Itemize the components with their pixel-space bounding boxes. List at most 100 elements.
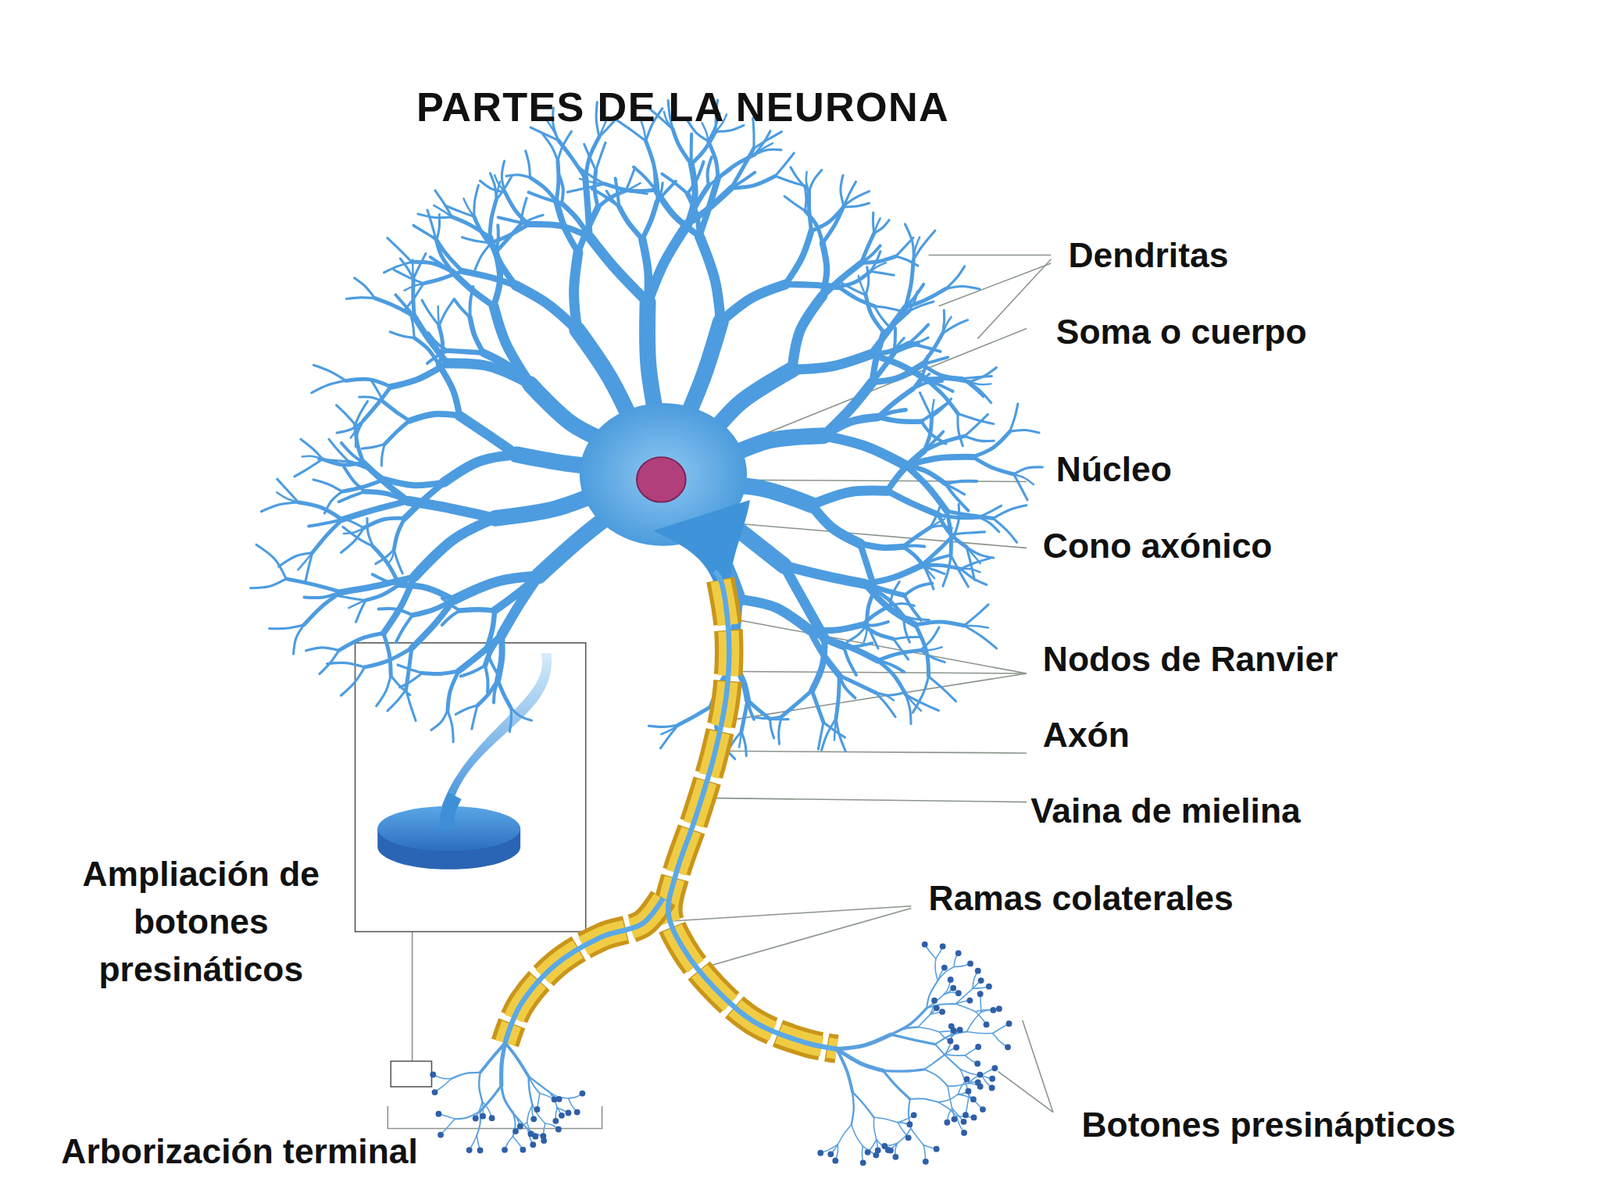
dendrite-branch — [339, 491, 365, 502]
dendrite-branch — [781, 690, 812, 717]
leader-line — [977, 259, 1051, 340]
dendrite-branch — [578, 207, 598, 253]
dendrite-branch — [642, 201, 658, 240]
dendrite-branch — [493, 252, 500, 307]
dendrite-branch — [269, 625, 304, 629]
presynaptic-bouton — [957, 1026, 964, 1033]
dendrite-branch — [389, 332, 415, 339]
presynaptic-bouton — [1004, 1043, 1011, 1050]
part-label: Botones presinápticos — [1081, 1100, 1456, 1149]
dendrite-branch — [486, 648, 499, 676]
dendrite-branch — [364, 491, 409, 501]
dendrite-branch — [945, 483, 968, 511]
dendrite-branch — [485, 665, 488, 693]
dendrite-branch — [365, 584, 400, 600]
dendrite-branch — [443, 454, 517, 483]
terminal-branch — [882, 1069, 925, 1072]
presynaptic-bouton — [466, 1146, 473, 1154]
dendrite-branch — [843, 647, 857, 675]
part-label: Ampliación de botones presináticos — [47, 850, 354, 994]
dendrite-branch — [328, 439, 350, 462]
dendrite-branch — [942, 555, 951, 587]
dendrite-branch — [861, 605, 890, 625]
dendrite-branch — [878, 389, 914, 418]
dendrite-branch — [858, 275, 866, 296]
dendrite-branch — [381, 443, 385, 466]
dendrite-branch — [406, 689, 416, 721]
dendrite-branch — [861, 625, 893, 640]
dendrite-branch — [384, 479, 444, 486]
dendrite-branch — [497, 680, 511, 708]
dendrite-branch — [960, 568, 981, 572]
dendrite-branch — [904, 583, 933, 596]
dendrite-branch — [889, 582, 900, 607]
dendrite-branch — [542, 134, 558, 161]
dendrite-branch — [337, 595, 366, 600]
presynaptic-bouton — [960, 1118, 968, 1125]
dendrite-branch — [945, 285, 979, 290]
dendrite-branch — [964, 625, 997, 649]
presynaptic-bouton — [827, 1150, 834, 1158]
dendrite-branch — [474, 216, 497, 253]
dendrite-branch — [747, 700, 771, 719]
terminal-branch — [836, 1049, 853, 1093]
dendrite-branch — [924, 432, 944, 452]
dendrite-branch — [341, 442, 364, 463]
dendrite-branch — [809, 625, 862, 631]
part-label: Cono axónico — [1042, 522, 1273, 571]
terminal-arborization — [429, 941, 1012, 1166]
dendrite-branch — [896, 237, 914, 257]
presynaptic-bouton — [996, 1005, 1003, 1012]
dendrite-branch — [298, 502, 343, 520]
dendrite-branch — [311, 380, 347, 393]
terminal-branch — [938, 1102, 958, 1117]
dendrite-branch — [494, 575, 539, 611]
presynaptic-bouton — [479, 1113, 486, 1120]
dendrite-branch — [741, 700, 748, 732]
dendrite-branch — [506, 175, 530, 178]
leader-line — [411, 931, 414, 1061]
dendrite-branch — [470, 286, 474, 318]
dendrite-branch — [893, 338, 904, 354]
terminal-branch — [890, 1034, 936, 1045]
dendrite-branch — [1010, 429, 1040, 433]
dendrite-branch — [739, 731, 742, 747]
dendrite-branch — [874, 306, 900, 311]
dendrite-branch — [864, 583, 905, 596]
leader-line — [728, 673, 1027, 721]
terminal-branch — [947, 1085, 953, 1108]
presynaptic-bouton — [951, 1116, 958, 1123]
dendrite-branch — [346, 378, 391, 387]
nucleus — [636, 457, 686, 502]
dendrite-branch — [904, 595, 922, 621]
presynaptic-bouton — [962, 1111, 969, 1118]
axon-tail — [439, 653, 552, 817]
presynaptic-bouton — [985, 983, 993, 990]
dendrite-branch — [361, 443, 385, 449]
dendrite-branch — [660, 725, 679, 749]
dendrite-branch — [811, 690, 824, 723]
bracket — [387, 1106, 602, 1129]
dendrite-branch — [913, 230, 936, 261]
dendrite-branch — [520, 214, 543, 225]
dendrite-branch — [1010, 403, 1018, 432]
presynaptic-bouton — [551, 1096, 558, 1103]
dendrite-branch — [393, 550, 403, 574]
dendrite-branch — [775, 153, 794, 176]
terminal-branch — [924, 1069, 948, 1086]
dendrite-branch — [924, 567, 935, 579]
dendrite-branch — [354, 278, 375, 299]
dendrite-branch — [442, 610, 461, 625]
terminal-branch — [945, 1053, 965, 1056]
dendrite-branch — [376, 675, 392, 707]
dendrite-branch — [285, 578, 342, 593]
myelin-sheath — [505, 897, 664, 1043]
zoom-marker — [390, 1060, 432, 1087]
myelin-sheath — [505, 897, 664, 1043]
dendrite-branch — [493, 680, 498, 704]
dendrite-branch — [496, 175, 512, 200]
dendrite-branch — [861, 621, 889, 626]
dendrite-branch — [496, 225, 499, 252]
dendrite-branch — [417, 214, 452, 218]
dendrite-branch — [921, 534, 955, 566]
